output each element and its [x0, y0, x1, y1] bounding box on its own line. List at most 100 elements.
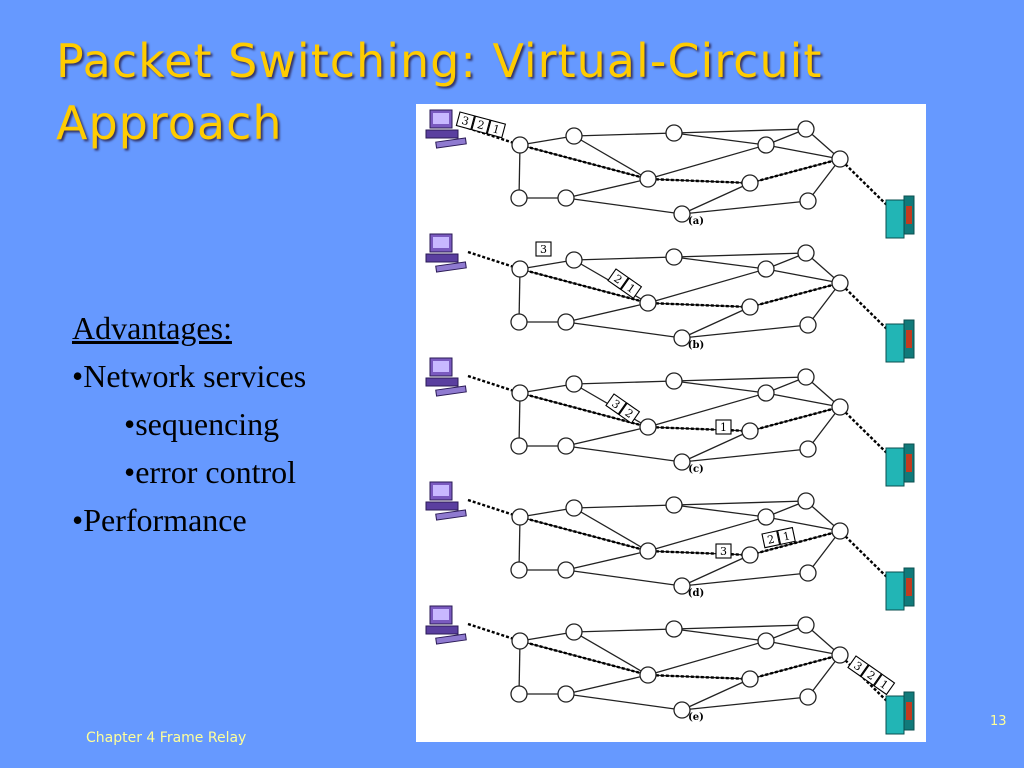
- packet-box: [486, 119, 507, 139]
- link-line: [681, 200, 809, 215]
- link-line: [573, 132, 675, 137]
- keyboard-shape: [435, 385, 467, 397]
- switch-node: [757, 136, 775, 154]
- link-line: [565, 693, 683, 711]
- switch-node: [757, 384, 775, 402]
- packet-box: [860, 664, 883, 687]
- link-line: [647, 640, 767, 676]
- switch-node: [510, 189, 528, 207]
- switch-node: [797, 120, 815, 138]
- packet-box: [715, 419, 732, 435]
- advantages-list: Advantages: •Network services •sequencin…: [72, 304, 402, 544]
- link-line: [565, 569, 683, 587]
- packet-number: 2: [766, 533, 776, 547]
- link-line: [647, 392, 767, 428]
- switch-node: [741, 546, 759, 564]
- switch-node: [673, 205, 691, 223]
- link-line: [673, 380, 767, 394]
- virtual-circuit-path: [467, 374, 901, 467]
- host-computer-icon: [425, 481, 467, 521]
- server-lights: [906, 454, 912, 472]
- cpu-shape: [425, 129, 459, 139]
- title-line-1: Packet Switching: Virtual-Circuit: [56, 34, 823, 88]
- packet-box: [873, 673, 896, 696]
- switch-node: [799, 688, 817, 706]
- packet-number: 1: [720, 421, 727, 434]
- packet-box: [847, 655, 870, 677]
- switch-node: [511, 260, 529, 278]
- switch-node: [510, 561, 528, 579]
- packet-number: 2: [476, 118, 486, 132]
- keyboard-shape: [435, 633, 467, 645]
- link-line: [673, 624, 807, 630]
- switch-node: [557, 313, 575, 331]
- link-line: [519, 135, 575, 146]
- link-line: [565, 445, 683, 463]
- link-line: [681, 678, 751, 711]
- switch-node: [799, 192, 817, 210]
- host-computer-icon: [425, 233, 467, 273]
- switch-node: [557, 437, 575, 455]
- link-line: [807, 530, 841, 574]
- switch-node: [557, 189, 575, 207]
- link-line: [519, 631, 575, 642]
- link-line: [681, 554, 751, 587]
- link-line: [573, 504, 675, 509]
- switch-node: [831, 274, 849, 292]
- link-line: [565, 178, 649, 199]
- switch-node: [639, 294, 657, 312]
- bullet-sequencing: •sequencing: [124, 406, 280, 442]
- link-line: [681, 572, 809, 587]
- link-line: [518, 640, 521, 695]
- page-number: 13: [990, 714, 1007, 729]
- link-line: [647, 516, 767, 552]
- bullet-performance: •Performance: [72, 502, 247, 538]
- packet-group: 21: [607, 268, 643, 300]
- advantages-heading: Advantages:: [72, 310, 232, 346]
- switch-node: [510, 313, 528, 331]
- switch-node: [797, 244, 815, 262]
- link-line: [565, 197, 683, 215]
- link-line: [573, 256, 675, 261]
- packet-box: [607, 268, 630, 290]
- link-line: [519, 383, 575, 394]
- link-line: [681, 324, 809, 339]
- screen-shape: [433, 113, 449, 124]
- server-lights: [906, 330, 912, 348]
- link-line: [519, 259, 575, 270]
- panel-label: (d): [688, 588, 704, 599]
- link-line: [681, 182, 751, 215]
- virtual-circuit-path: [467, 250, 901, 343]
- link-line: [673, 128, 807, 134]
- switch-node: [673, 329, 691, 347]
- screen-shape: [433, 485, 449, 496]
- switch-node: [797, 616, 815, 634]
- switch-node: [639, 666, 657, 684]
- host-computer-icon: [425, 357, 467, 397]
- cpu-shape: [425, 377, 459, 387]
- switch-node: [511, 384, 529, 402]
- switch-node: [510, 685, 528, 703]
- switch-node: [665, 124, 683, 142]
- link-line: [681, 430, 751, 463]
- screen-shape: [433, 361, 449, 372]
- server-icon: [885, 443, 915, 487]
- server-lights: [906, 578, 912, 596]
- switch-node: [639, 170, 657, 188]
- switch-node: [639, 418, 657, 436]
- server-body: [885, 571, 905, 611]
- switch-node: [831, 522, 849, 540]
- panel-2: 321(b): [425, 233, 915, 363]
- link-line: [765, 144, 841, 160]
- host-computer-icon: [425, 109, 467, 149]
- packet-box: [620, 277, 643, 300]
- switch-node: [741, 174, 759, 192]
- packet-box: [776, 526, 796, 546]
- packet-group: 321: [847, 655, 896, 696]
- switch-node: [557, 561, 575, 579]
- link-line: [565, 302, 649, 323]
- switch-node: [673, 577, 691, 595]
- switch-node: [741, 422, 759, 440]
